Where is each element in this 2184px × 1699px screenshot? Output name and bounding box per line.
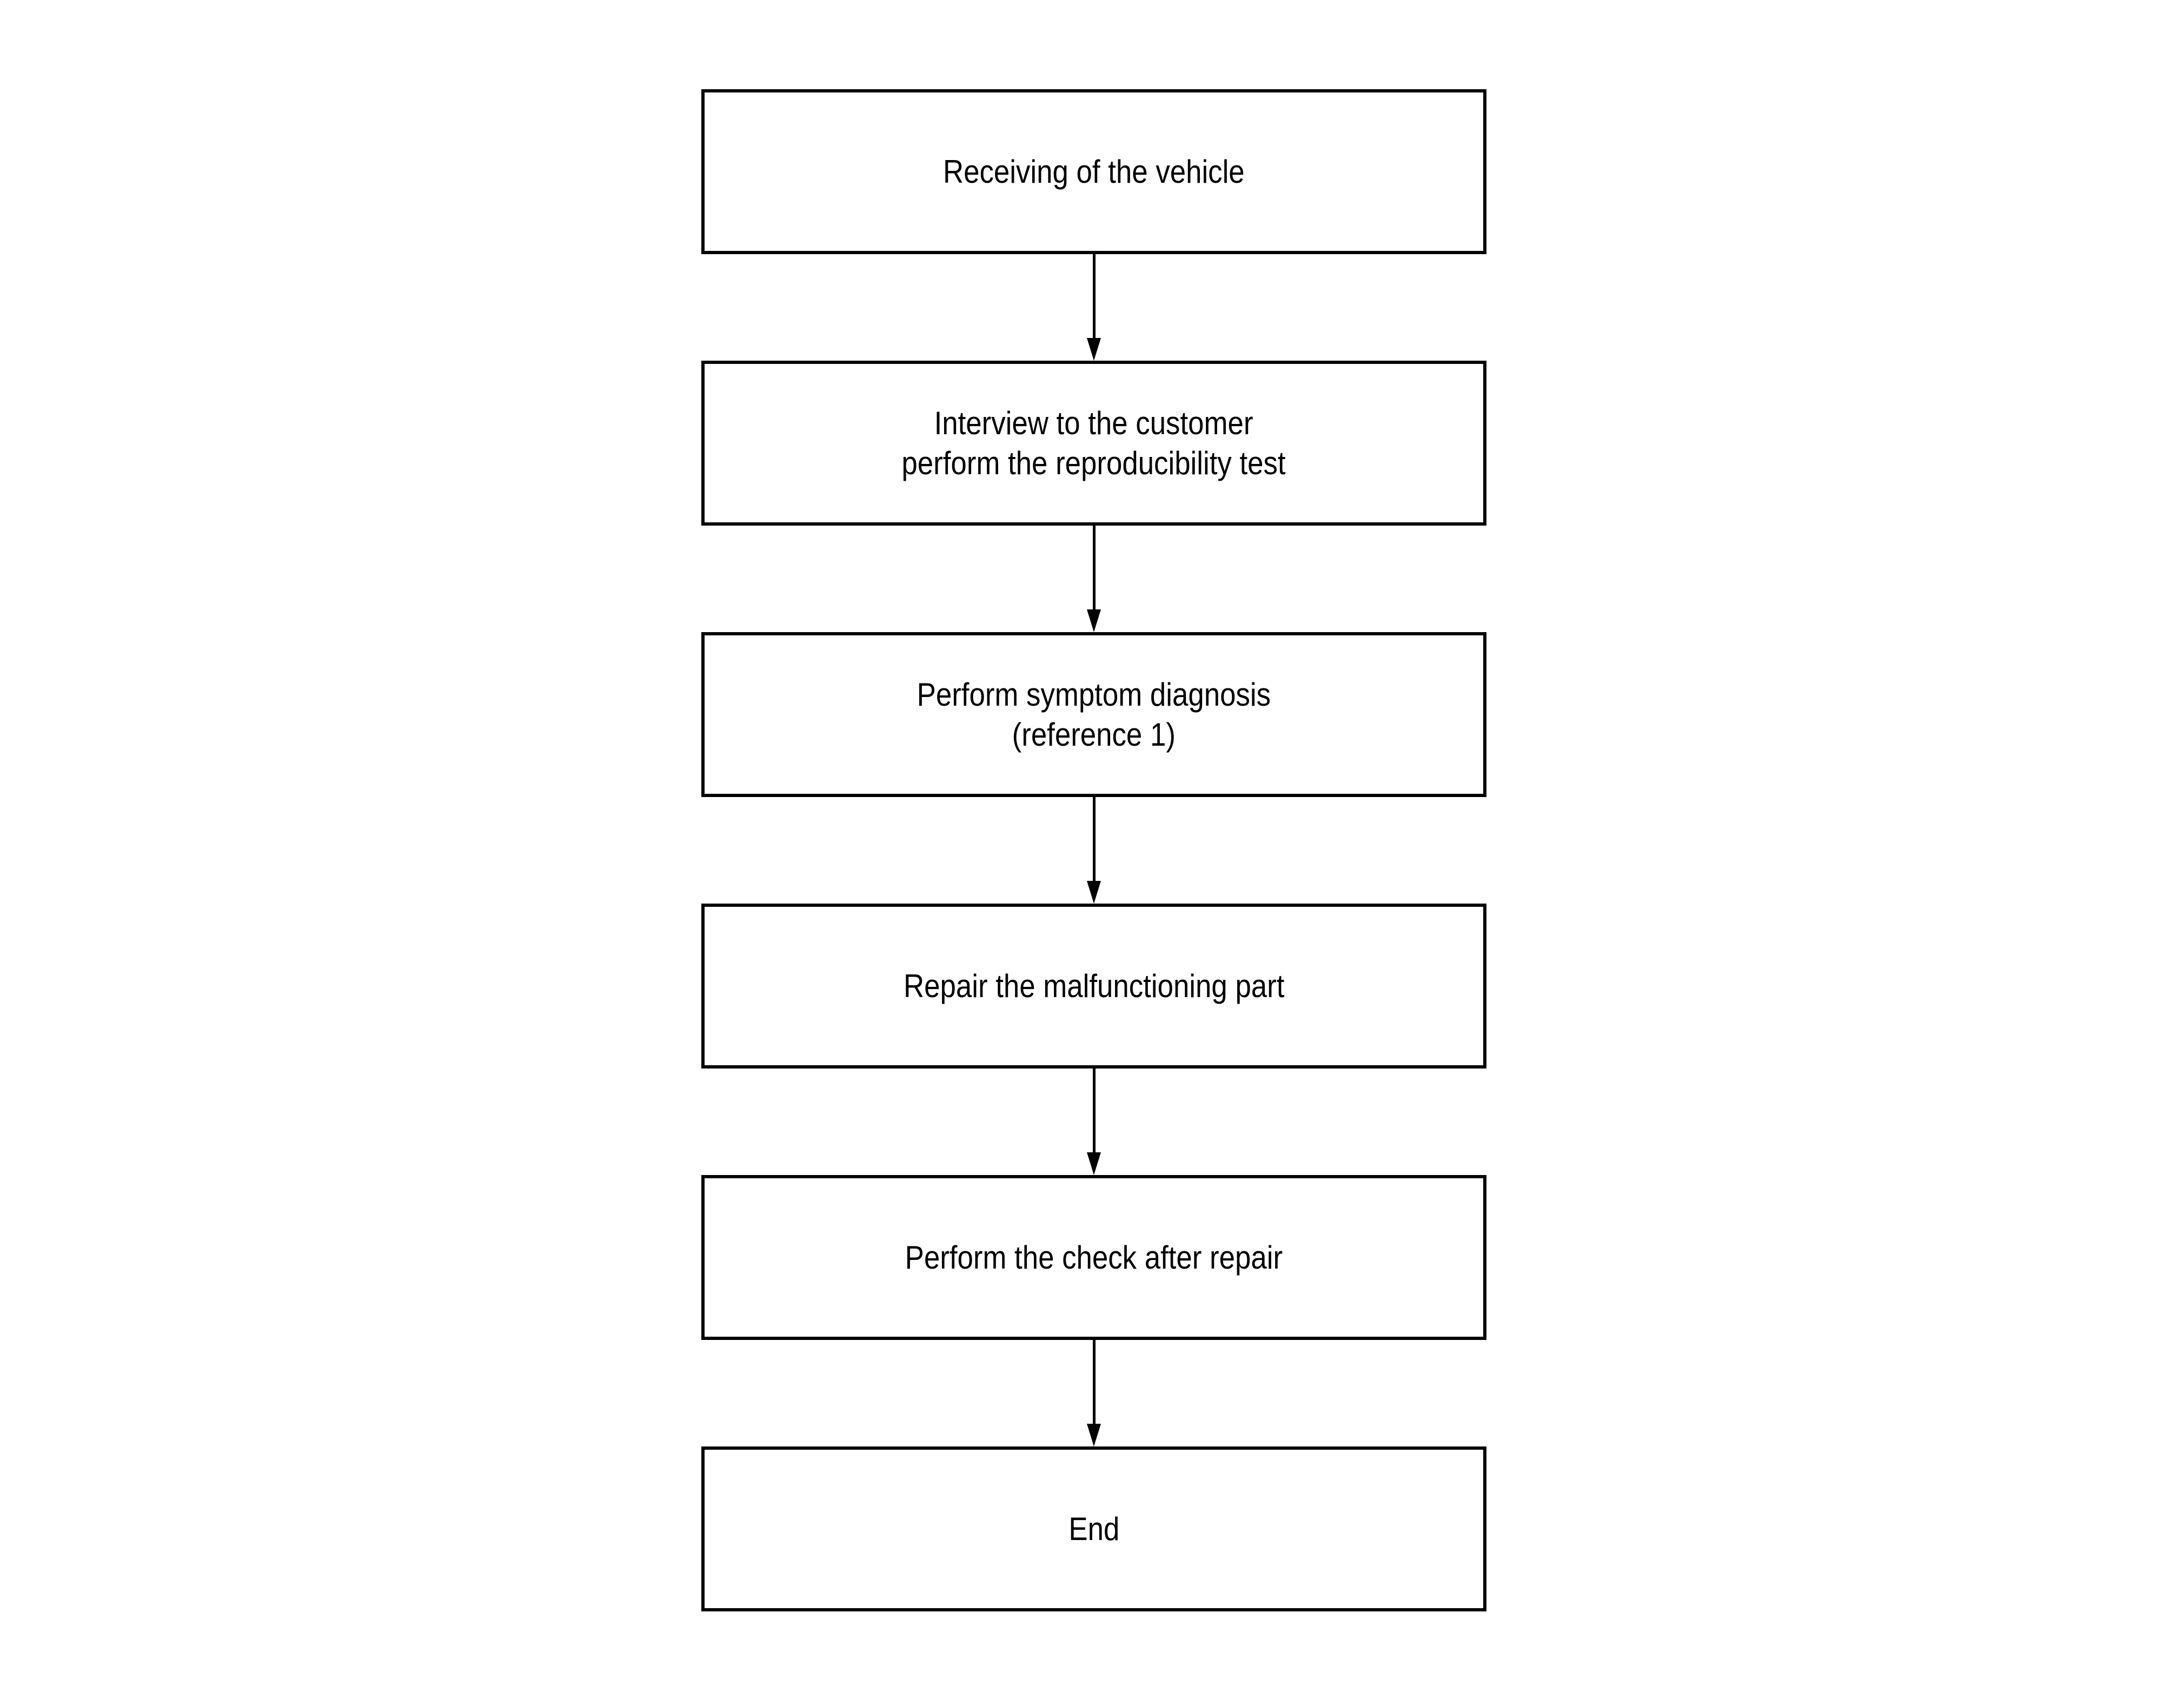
node-label: Perform the check after repair: [905, 1239, 1283, 1276]
flow-node-end-text: End: [1068, 1509, 1119, 1549]
node-label: Interview to the customer: [934, 404, 1253, 441]
arrow-head-icon: [1087, 1152, 1101, 1175]
flow-arrow-check-to-end: [1083, 1340, 1105, 1446]
flow-arrow-receiving-to-interview: [1083, 254, 1105, 361]
flow-node-repair: Repair the malfunctioning part: [701, 904, 1486, 1068]
flow-arrow-repair-to-check: [1083, 1068, 1105, 1175]
flow-node-check-after-repair: Perform the check after repair: [701, 1175, 1486, 1340]
arrow-head-icon: [1087, 1424, 1101, 1446]
flow-node-symptom-diagnosis-text: Perform symptom diagnosis (reference 1): [917, 675, 1271, 755]
arrow-shaft: [1092, 1340, 1096, 1424]
arrow-shaft: [1092, 797, 1096, 881]
flow-arrow-interview-to-diagnosis: [1083, 526, 1105, 632]
flow-node-receiving-text: Receiving of the vehicle: [943, 152, 1245, 192]
flow-node-repair-text: Repair the malfunctioning part: [904, 966, 1284, 1006]
flow-node-interview-text: Interview to the customer perform the re…: [902, 403, 1286, 483]
arrow-head-icon: [1087, 338, 1101, 361]
arrow-shaft: [1092, 254, 1096, 338]
node-label: (reference 1): [1012, 716, 1176, 753]
arrow-head-icon: [1087, 609, 1101, 632]
flow-node-interview: Interview to the customer perform the re…: [701, 361, 1486, 526]
arrow-shaft: [1092, 1068, 1096, 1152]
node-label: perform the reproducibility test: [901, 444, 1286, 481]
node-label: Receiving of the vehicle: [943, 153, 1245, 190]
flow-node-symptom-diagnosis: Perform symptom diagnosis (reference 1): [701, 632, 1486, 797]
node-label: Perform symptom diagnosis: [917, 676, 1271, 713]
flow-arrow-diagnosis-to-repair: [1083, 797, 1105, 904]
flow-node-end: End: [701, 1446, 1486, 1611]
flow-node-receiving: Receiving of the vehicle: [701, 89, 1486, 254]
flow-node-check-after-repair-text: Perform the check after repair: [905, 1238, 1283, 1278]
node-label: Repair the malfunctioning part: [903, 967, 1285, 1004]
node-label: End: [1068, 1510, 1119, 1547]
arrow-head-icon: [1087, 881, 1101, 904]
arrow-shaft: [1092, 526, 1096, 609]
